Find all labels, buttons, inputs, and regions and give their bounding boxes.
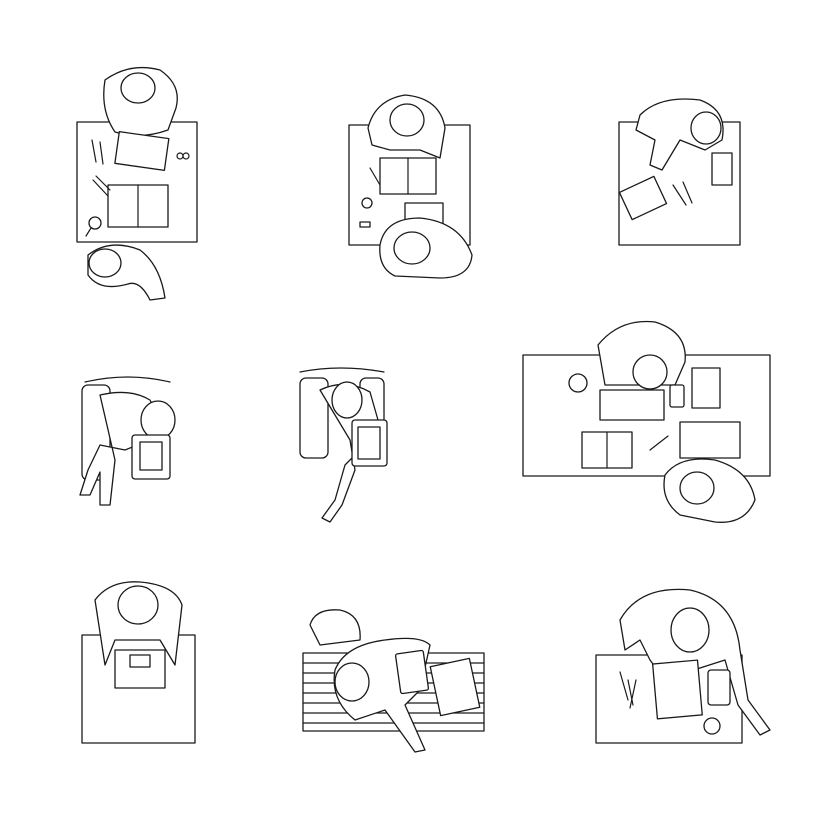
newspaper [114, 131, 170, 171]
head [389, 103, 425, 137]
scene-desk-two-people-reading [76, 66, 198, 301]
scene-desk-two-people-writing [348, 94, 473, 279]
laptop [679, 421, 741, 459]
head [632, 354, 668, 390]
scene-chair-person-seated [79, 376, 176, 506]
chair-back [299, 367, 385, 373]
head [690, 111, 722, 145]
head [670, 607, 710, 653]
head [334, 662, 370, 702]
head [679, 471, 715, 505]
head [140, 400, 176, 440]
phone [669, 384, 685, 408]
tablet [394, 649, 430, 695]
magnifier-icon [88, 216, 102, 230]
head [120, 72, 156, 104]
paper [429, 657, 481, 717]
backpack [309, 609, 361, 646]
chair [299, 377, 329, 459]
notebook [651, 659, 703, 720]
phone [707, 669, 731, 706]
head [393, 231, 431, 265]
head [331, 381, 363, 419]
coffee-cup-icon [568, 373, 588, 393]
head [88, 248, 122, 278]
coffee-cup-icon [703, 717, 721, 735]
laptop [599, 389, 665, 421]
scene-desk-two-laptops [522, 320, 771, 523]
scene-desk-writing [595, 588, 771, 744]
paper [691, 367, 721, 409]
scene-chair-person-standing [299, 367, 388, 523]
person [319, 383, 379, 523]
notebook [618, 175, 668, 221]
calculator [711, 152, 733, 186]
scene-bench-tablet [302, 609, 485, 753]
scene-desk-calculator [618, 98, 741, 246]
chair-back [84, 376, 171, 383]
scene-desk-laptop [81, 581, 196, 744]
magnifier-icon [361, 197, 373, 209]
head [117, 585, 159, 625]
